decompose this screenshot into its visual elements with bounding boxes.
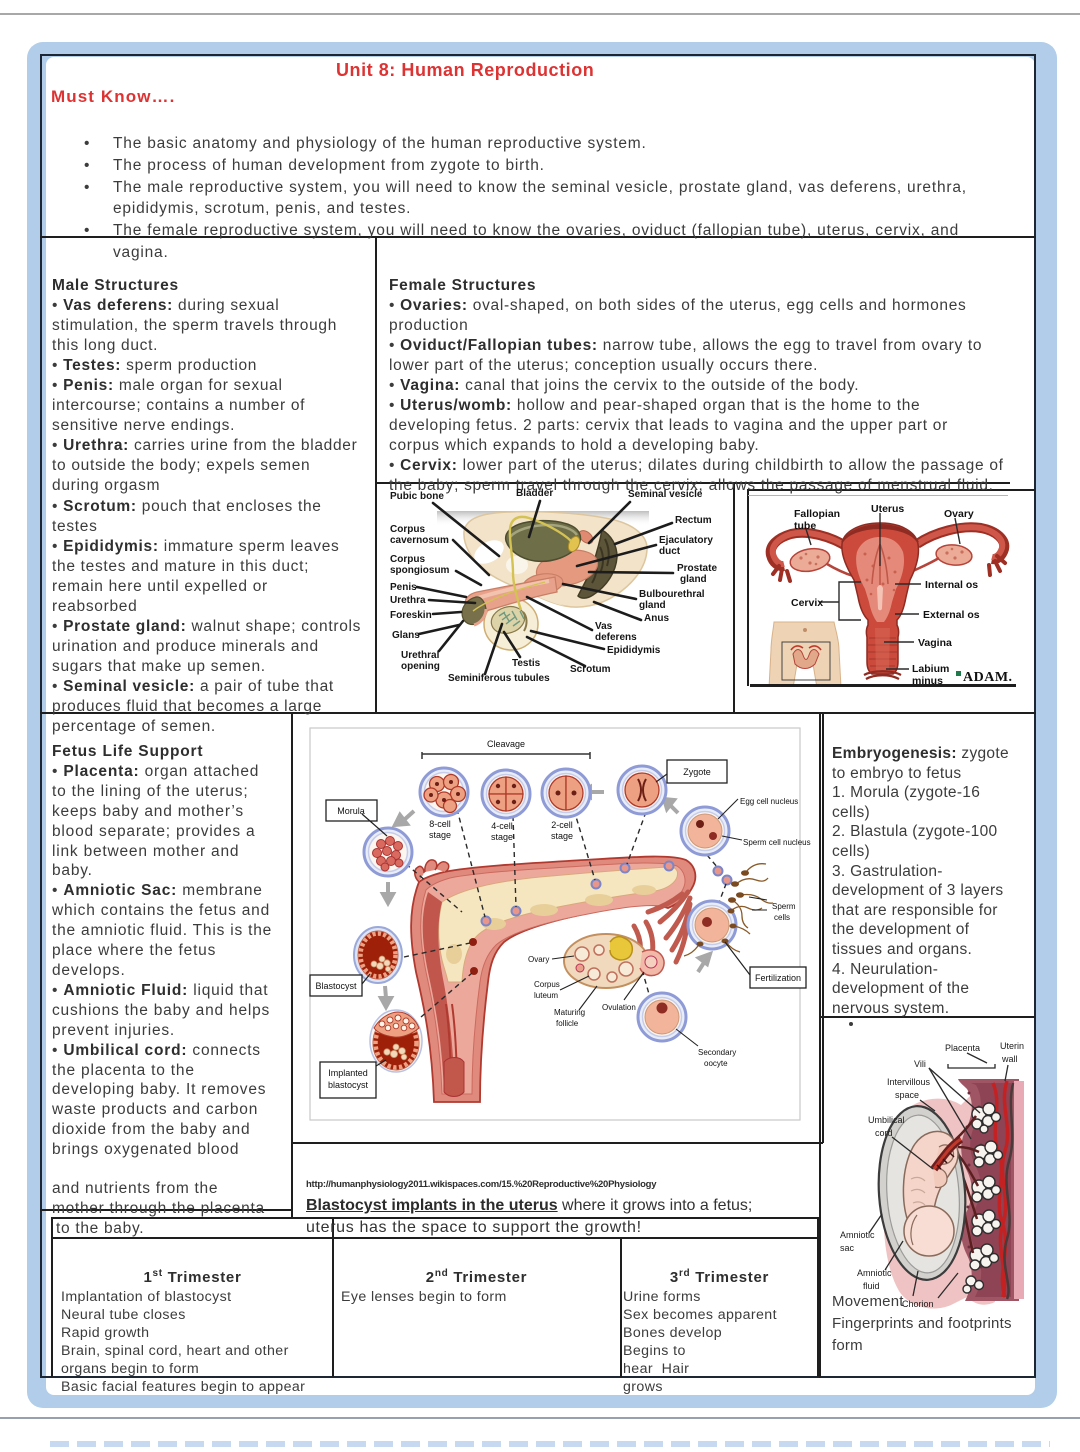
svg-text:Internal os: Internal os xyxy=(925,579,978,591)
svg-text:deferens: deferens xyxy=(595,632,637,643)
svg-text:cord: cord xyxy=(875,1128,893,1138)
svg-text:Prostate: Prostate xyxy=(677,563,717,574)
svg-text:Foreskin: Foreskin xyxy=(390,610,432,621)
svg-text:space: space xyxy=(895,1090,919,1100)
svg-text:Amniotic: Amniotic xyxy=(857,1268,892,1278)
svg-text:Epididymis: Epididymis xyxy=(607,645,661,656)
svg-text:8-cell: 8-cell xyxy=(429,819,451,829)
svg-text:gland: gland xyxy=(680,574,707,585)
svg-text:Amniotic: Amniotic xyxy=(840,1230,875,1240)
svg-text:fluid: fluid xyxy=(863,1281,880,1291)
svg-text:follicle: follicle xyxy=(556,1019,579,1028)
svg-text:Corpus: Corpus xyxy=(534,980,560,989)
svg-text:Intervillous: Intervillous xyxy=(887,1077,931,1087)
svg-text:sac: sac xyxy=(840,1243,855,1253)
svg-text:Uterus: Uterus xyxy=(871,503,904,515)
svg-text:cells: cells xyxy=(774,913,790,922)
svg-text:Penis: Penis xyxy=(390,582,417,593)
svg-text:Fertilization: Fertilization xyxy=(755,973,801,983)
svg-text:Umbilical: Umbilical xyxy=(868,1115,905,1125)
svg-text:spongiosum: spongiosum xyxy=(390,565,450,576)
svg-text:stage: stage xyxy=(551,831,573,841)
svg-text:Zygote: Zygote xyxy=(683,767,711,777)
svg-text:Seminal vesicle: Seminal vesicle xyxy=(628,489,703,500)
svg-text:Corpus: Corpus xyxy=(390,554,425,565)
svg-text:Ovulation: Ovulation xyxy=(602,1003,636,1012)
svg-text:Ovary: Ovary xyxy=(944,508,974,520)
svg-text:minus: minus xyxy=(912,675,943,684)
svg-text:Placenta: Placenta xyxy=(945,1043,980,1053)
svg-text:Implanted: Implanted xyxy=(328,1068,368,1078)
svg-text:Secondary: Secondary xyxy=(698,1048,736,1057)
svg-text:Fallopian: Fallopian xyxy=(794,508,840,520)
svg-text:Anus: Anus xyxy=(644,613,669,624)
svg-text:Urethra: Urethra xyxy=(390,595,426,606)
svg-text:Ovary: Ovary xyxy=(528,955,549,964)
svg-text:External os: External os xyxy=(923,609,980,621)
svg-text:blastocyst: blastocyst xyxy=(328,1080,369,1090)
svg-text:Rectum: Rectum xyxy=(675,515,712,526)
svg-text:opening: opening xyxy=(401,661,440,672)
svg-text:Urethral: Urethral xyxy=(401,650,440,661)
svg-text:Pubic bone: Pubic bone xyxy=(390,491,444,502)
svg-text:Vili: Vili xyxy=(914,1059,926,1069)
svg-text:gland: gland xyxy=(639,600,666,611)
svg-text:Blastocyst: Blastocyst xyxy=(315,981,357,991)
svg-text:Ejaculatory: Ejaculatory xyxy=(659,535,713,546)
svg-text:stage: stage xyxy=(429,830,451,840)
svg-text:Bladder: Bladder xyxy=(516,488,553,499)
svg-text:Sperm: Sperm xyxy=(772,902,796,911)
svg-text:Uterin: Uterin xyxy=(1000,1041,1024,1051)
svg-text:Glans: Glans xyxy=(392,630,420,641)
svg-text:Egg cell nucleus: Egg cell nucleus xyxy=(740,797,798,806)
svg-text:Vagina: Vagina xyxy=(918,637,952,649)
svg-text:ADAM.: ADAM. xyxy=(963,670,1013,684)
svg-text:stage: stage xyxy=(491,832,513,842)
svg-text:Corpus: Corpus xyxy=(390,524,425,535)
svg-text:oocyte: oocyte xyxy=(704,1059,728,1068)
svg-text:Sperm cell nucleus: Sperm cell nucleus xyxy=(743,838,811,847)
svg-text:Labium: Labium xyxy=(912,663,949,675)
svg-text:Vas: Vas xyxy=(595,621,613,632)
svg-text:4-cell: 4-cell xyxy=(491,821,513,831)
svg-text:Cleavage: Cleavage xyxy=(487,739,525,749)
svg-text:Testis: Testis xyxy=(512,658,541,669)
svg-text:tube: tube xyxy=(794,520,816,532)
svg-text:cavernosum: cavernosum xyxy=(390,535,449,546)
svg-text:luteum: luteum xyxy=(534,991,558,1000)
svg-text:Maturing: Maturing xyxy=(554,1008,585,1017)
svg-text:wall: wall xyxy=(1001,1054,1018,1064)
svg-text:Seminiferous tubules: Seminiferous tubules xyxy=(448,673,550,684)
svg-text:Chorion: Chorion xyxy=(902,1299,934,1309)
svg-text:2-cell: 2-cell xyxy=(551,820,573,830)
svg-text:Morula: Morula xyxy=(337,806,365,816)
svg-text:Cervix: Cervix xyxy=(791,597,823,609)
svg-text:duct: duct xyxy=(659,546,681,557)
svg-text:Scrotum: Scrotum xyxy=(570,664,611,675)
svg-text:Bulbourethral: Bulbourethral xyxy=(639,589,705,600)
